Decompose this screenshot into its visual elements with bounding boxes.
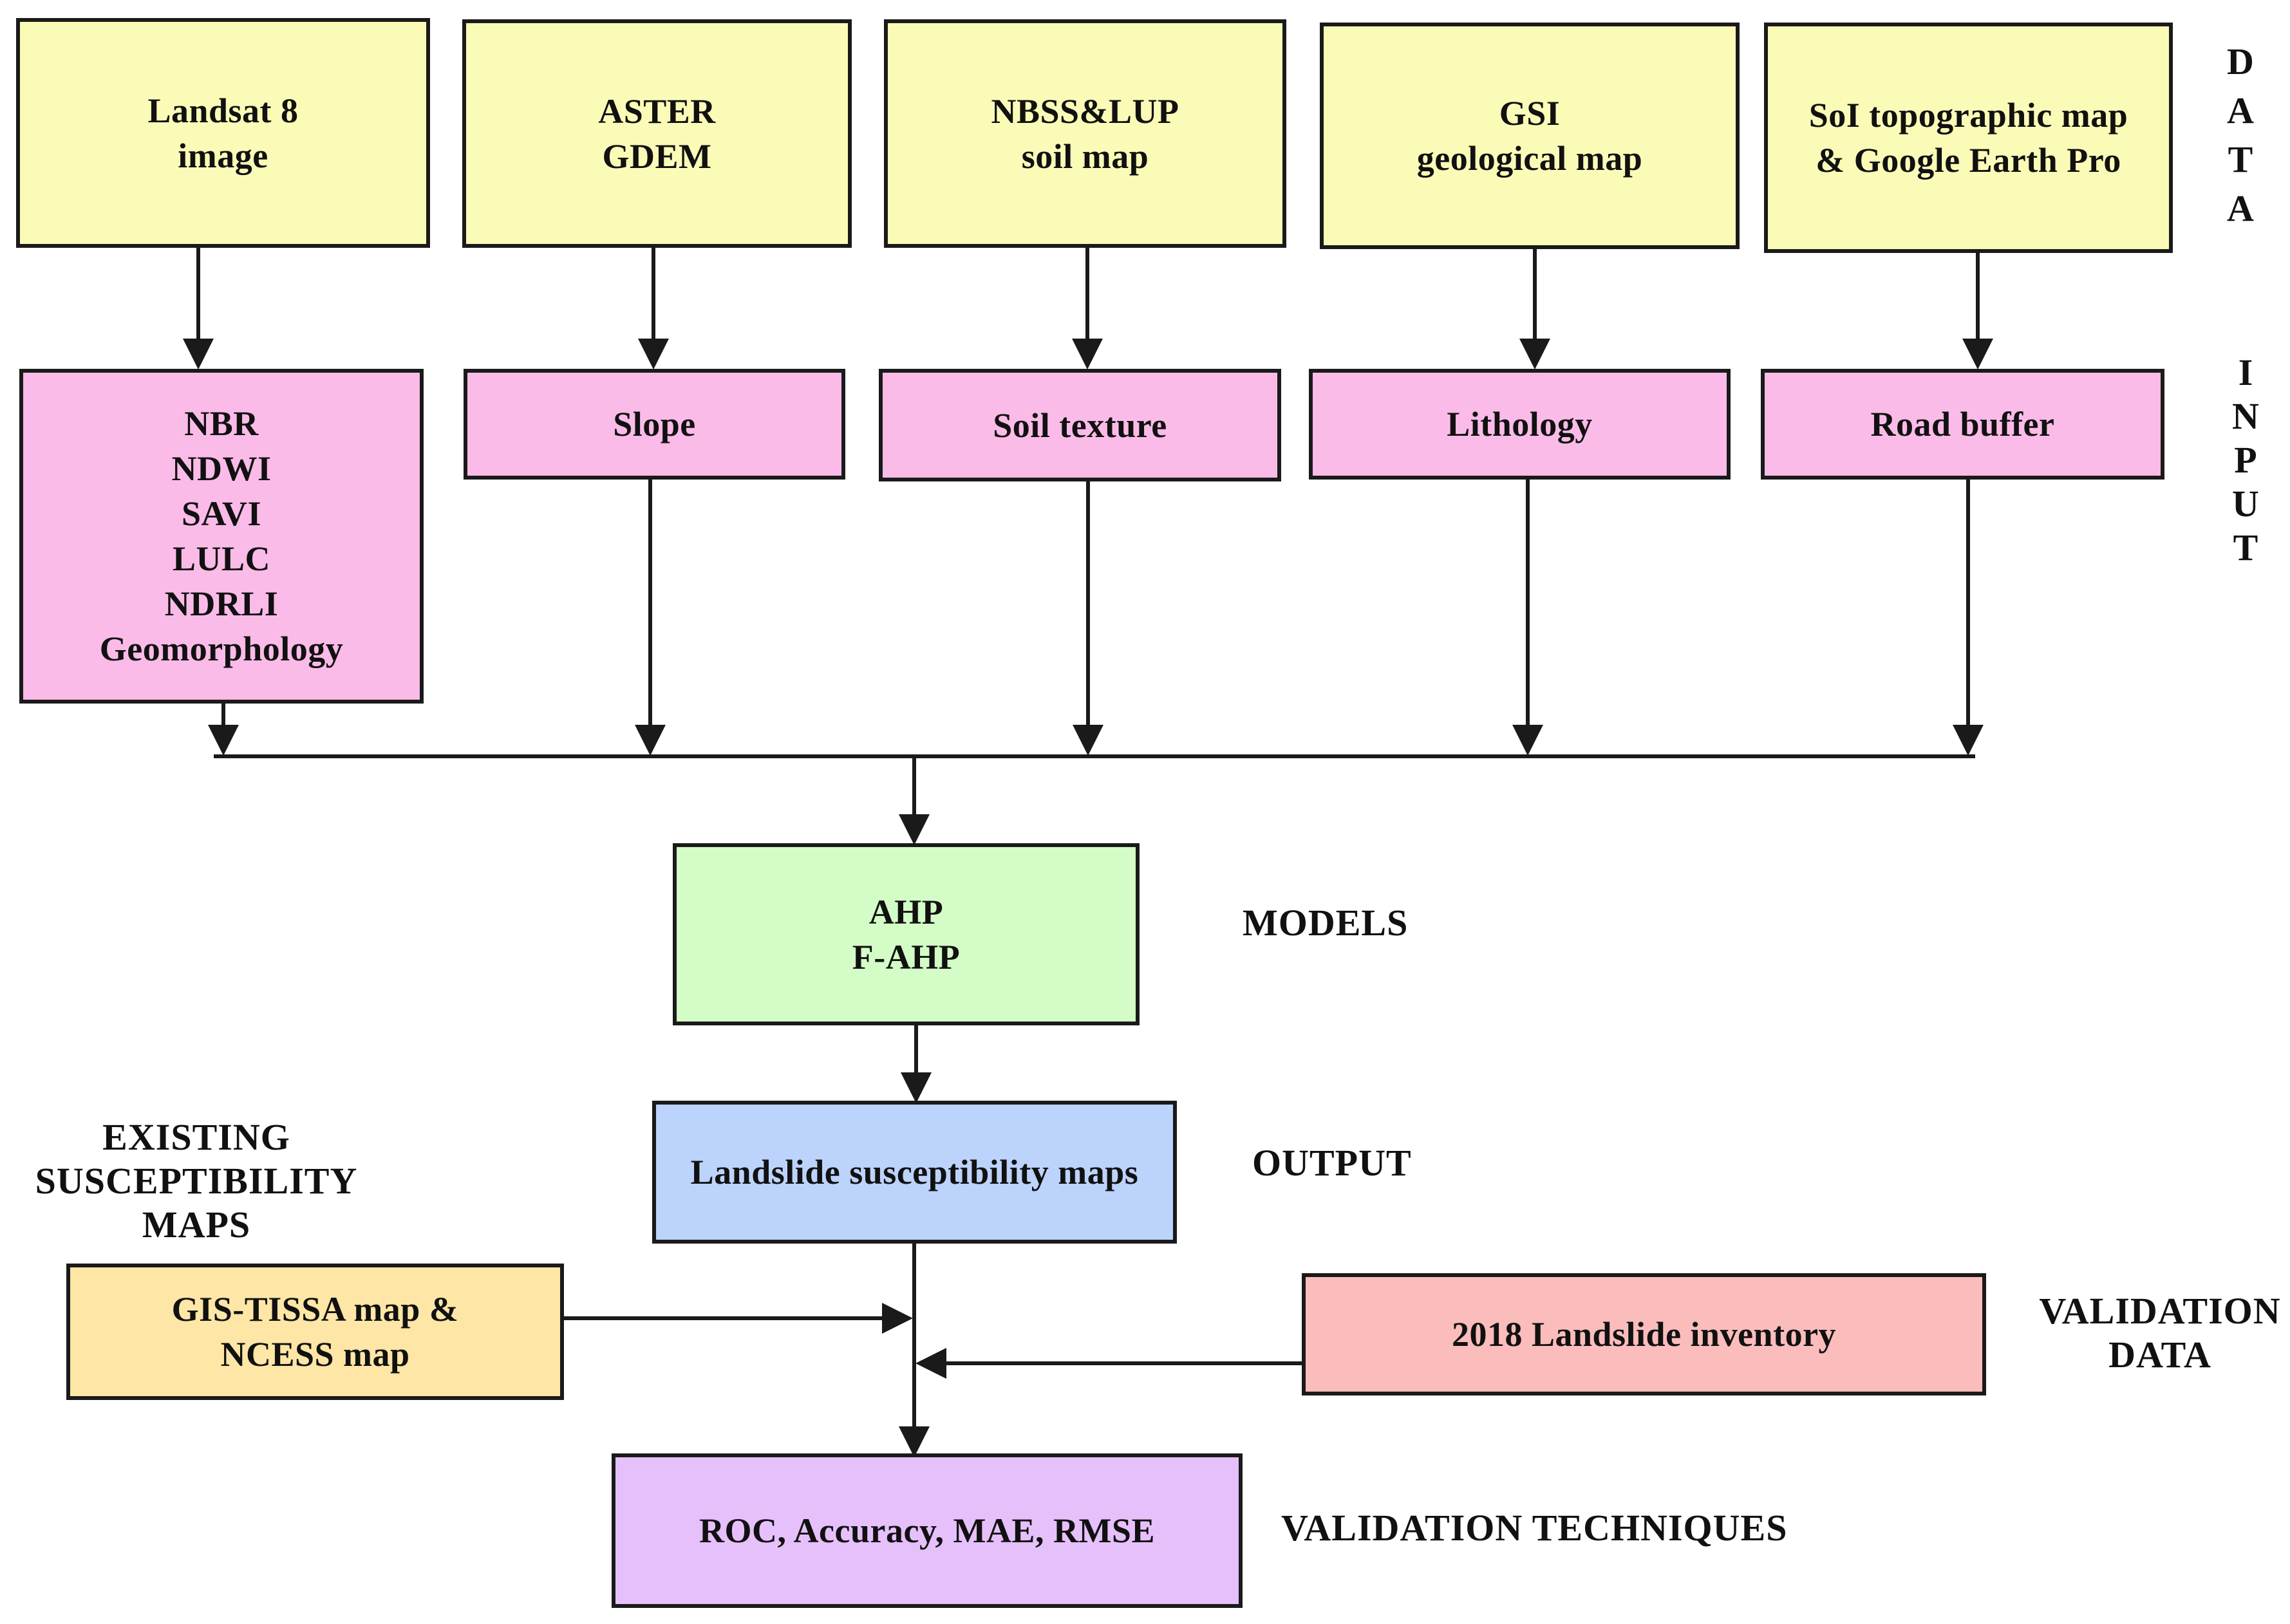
- existing-maps-box-text: GIS-TISSA map & NCESS map: [171, 1290, 459, 1374]
- input-side-letter: N: [2232, 395, 2259, 437]
- data-box-gsi: GSI geological map: [1320, 23, 1740, 249]
- input-box-road-buffer-text: Road buffer: [1870, 405, 2055, 443]
- input-side-label: I N P U T: [2220, 351, 2271, 570]
- data-side-letter: A: [2227, 89, 2254, 131]
- input-side-letter: P: [2234, 439, 2257, 481]
- validation-techniques-box: ROC, Accuracy, MAE, RMSE: [612, 1453, 1243, 1608]
- input-box-soil-texture: Soil texture: [879, 369, 1281, 481]
- input-side-letter: T: [2233, 527, 2258, 568]
- input-box-indices-text: NBR NDWI SAVI LULC NDRLI Geomorphology: [99, 404, 344, 668]
- input-box-slope-text: Slope: [613, 405, 696, 443]
- data-side-letter: D: [2227, 41, 2254, 82]
- validation-data-side-label: VALIDATION DATA: [2039, 1290, 2281, 1376]
- output-side-label: OUTPUT: [1252, 1142, 1412, 1184]
- validation-techniques-box-text: ROC, Accuracy, MAE, RMSE: [699, 1511, 1155, 1550]
- data-side-label: D A T A: [2215, 37, 2266, 233]
- existing-maps-box: GIS-TISSA map & NCESS map: [66, 1264, 564, 1400]
- output-box: Landslide susceptibility maps: [652, 1101, 1177, 1244]
- output-box-text: Landslide susceptibility maps: [690, 1153, 1139, 1191]
- input-box-slope: Slope: [464, 369, 845, 480]
- models-side-label: MODELS: [1243, 902, 1409, 944]
- input-box-road-buffer: Road buffer: [1761, 369, 2164, 480]
- data-box-nbss-text: NBSS&LUP soil map: [991, 91, 1179, 176]
- data-box-landsat: Landsat 8 image: [16, 18, 430, 248]
- data-box-soi-text: SoI topographic map & Google Earth Pro: [1808, 96, 2128, 180]
- input-box-lithology-text: Lithology: [1447, 405, 1593, 443]
- data-box-landsat-text: Landsat 8 image: [147, 91, 299, 175]
- data-box-aster: ASTER GDEM: [462, 19, 852, 248]
- data-side-letter: A: [2227, 187, 2254, 229]
- input-box-soil-texture-text: Soil texture: [993, 406, 1167, 445]
- validation-data-box: 2018 Landslide inventory: [1302, 1273, 1986, 1395]
- data-box-soi: SoI topographic map & Google Earth Pro: [1764, 23, 2173, 253]
- existing-side-label: EXISTING SUSCEPTIBILITY MAPS: [35, 1116, 358, 1246]
- input-box-indices: NBR NDWI SAVI LULC NDRLI Geomorphology: [19, 369, 424, 704]
- models-box: AHP F-AHP: [673, 843, 1140, 1025]
- models-box-text: AHP F-AHP: [852, 892, 961, 976]
- data-side-letter: T: [2228, 138, 2253, 180]
- data-box-gsi-text: GSI geological map: [1416, 94, 1643, 178]
- data-box-aster-text: ASTER GDEM: [598, 91, 716, 176]
- input-side-letter: U: [2232, 483, 2259, 525]
- data-box-nbss: NBSS&LUP soil map: [884, 19, 1286, 248]
- validation-techniques-side-label: VALIDATION TECHNIQUES: [1281, 1507, 1788, 1549]
- input-side-letter: I: [2238, 351, 2253, 393]
- input-box-lithology: Lithology: [1309, 369, 1731, 480]
- validation-data-box-text: 2018 Landslide inventory: [1451, 1315, 1837, 1354]
